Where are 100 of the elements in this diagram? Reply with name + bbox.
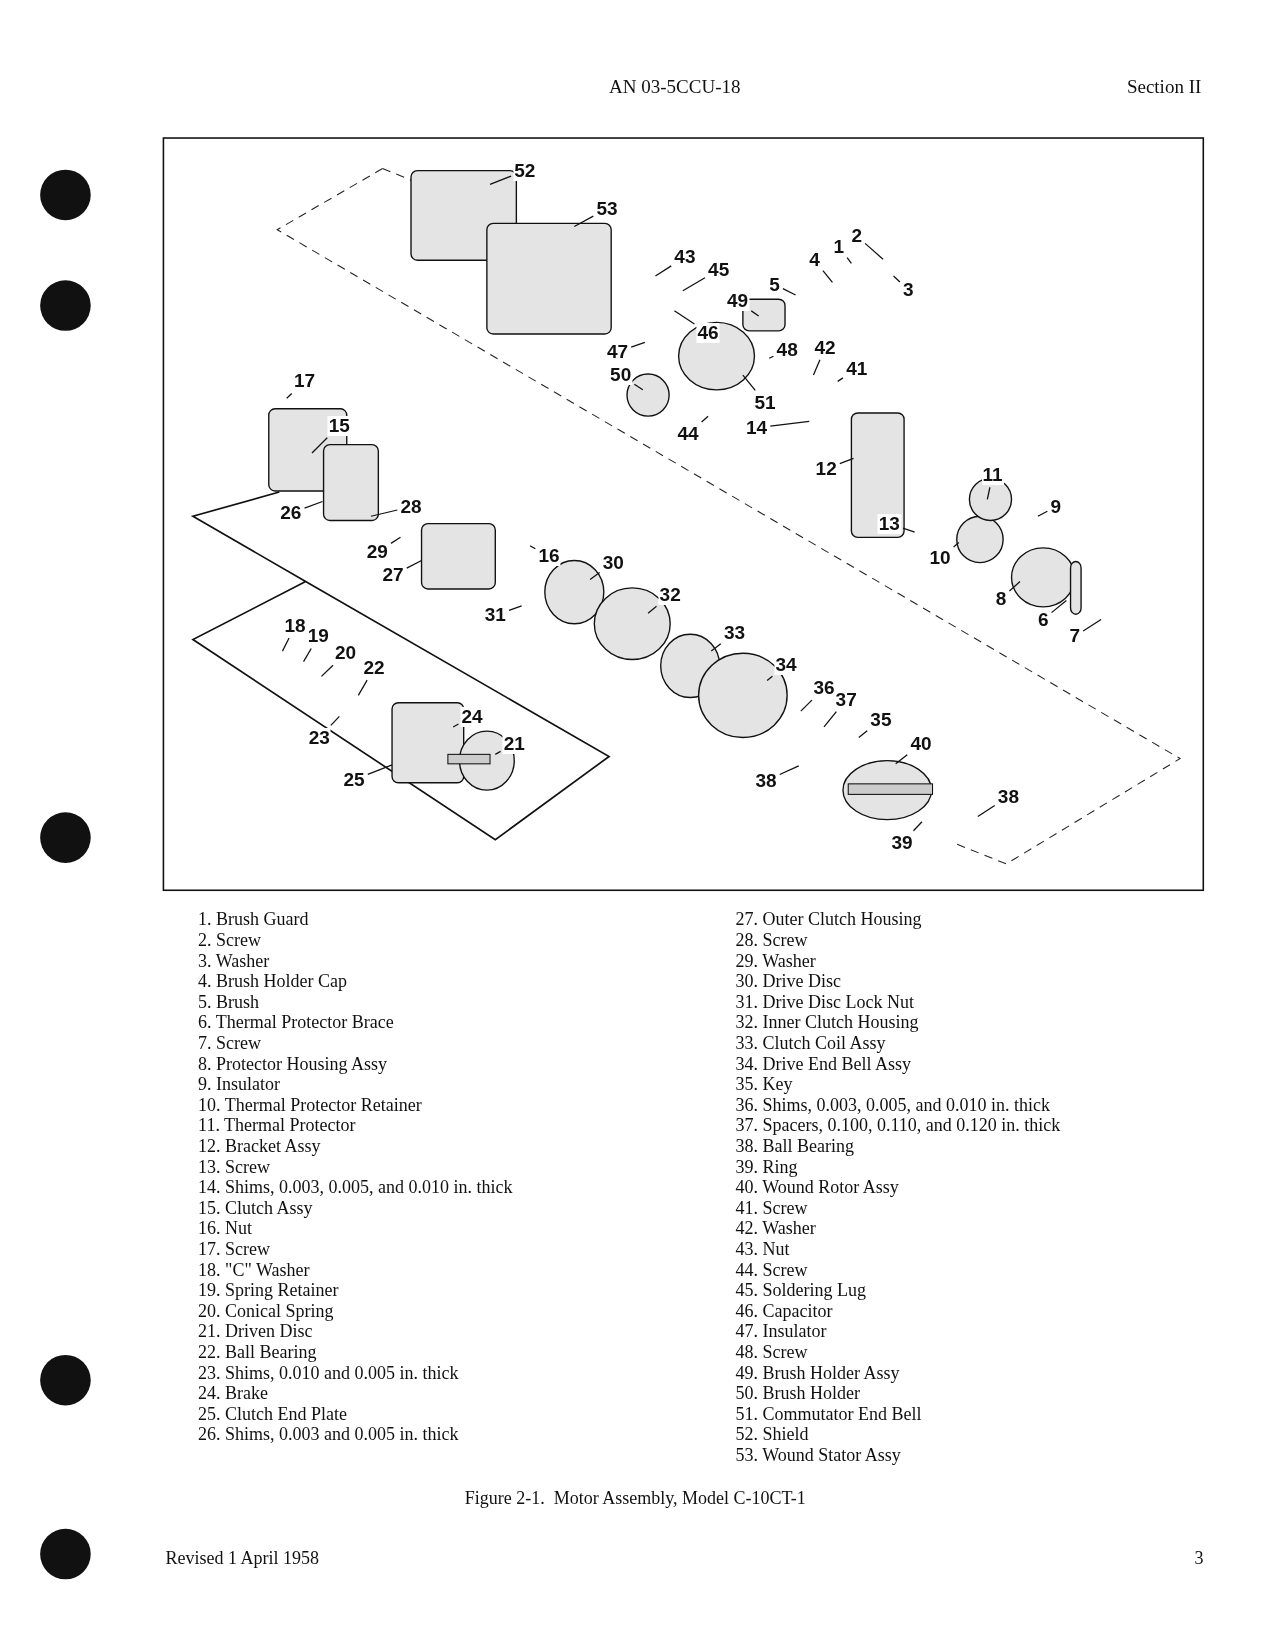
parts-list-entry: 34. Drive End Bell Assy — [735, 1053, 911, 1075]
parts-list-entry: 16. Nut — [198, 1218, 253, 1240]
parts-list-entry: 41. Screw — [735, 1197, 808, 1219]
callout-number: 24 — [460, 706, 484, 727]
parts-list-entry: 21. Driven Disc — [198, 1321, 313, 1343]
parts-list-entry: 48. Screw — [735, 1342, 808, 1363]
leader-line — [710, 643, 722, 652]
leader-line — [452, 723, 460, 728]
leader-line — [573, 215, 594, 228]
leader-line — [673, 310, 696, 325]
parts-list-entry: 22. Ball Bearing — [198, 1342, 317, 1363]
page-number: 3 — [1194, 1547, 1204, 1569]
leader-line — [302, 647, 312, 663]
leader-line — [750, 310, 760, 317]
parts-list-entry: 1. Brush Guard — [198, 909, 309, 931]
leader-line — [654, 265, 672, 277]
parts-list-entry: 10. Thermal Protector Retainer — [198, 1094, 422, 1116]
leader-line — [406, 559, 423, 569]
parts-list-entry: 17. Screw — [198, 1239, 271, 1260]
parts-list-entry: 45. Soldering Lug — [735, 1280, 866, 1302]
callout-number: 21 — [502, 733, 526, 754]
callout-number: 50 — [609, 365, 633, 386]
section-heading: Section II — [1126, 75, 1202, 98]
leader-line — [812, 359, 821, 376]
callout-number: 49 — [726, 291, 750, 312]
leader-line — [986, 486, 991, 500]
parts-list-entry: 20. Conical Spring — [198, 1300, 334, 1322]
leader-line — [367, 764, 393, 775]
parts-list-entry: 2. Screw — [198, 930, 262, 951]
leader-line — [800, 699, 813, 712]
leader-line — [701, 415, 709, 423]
callout-number: 11 — [981, 465, 1004, 486]
parts-list-entry: 33. Clutch Coil Assy — [735, 1033, 886, 1054]
parts-list-entry: 3. Washer — [198, 950, 270, 972]
leader-line — [864, 242, 884, 260]
parts-list-entry: 12. Bracket Assy — [198, 1136, 321, 1157]
parts-list-entry: 28. Screw — [735, 930, 808, 951]
parts-list-entry: 9. Insulator — [198, 1074, 281, 1096]
parts-list-entry: 19. Spring Retainer — [198, 1280, 339, 1302]
leader-line — [766, 675, 773, 682]
leader-line — [330, 715, 340, 726]
leader-line — [370, 509, 398, 517]
revision-date: Revised 1 April 1958 — [165, 1547, 319, 1569]
leader-line — [303, 500, 324, 509]
callout-number: 15 — [327, 415, 351, 436]
leader-line — [320, 664, 334, 677]
leader-line — [647, 605, 658, 614]
callout-number: 13 — [877, 513, 901, 534]
parts-list-entry: 38. Ball Bearing — [735, 1136, 854, 1157]
parts-list-entry: 53. Wound Stator Assy — [735, 1445, 901, 1466]
parts-list-entry: 8. Protector Housing Assy — [198, 1053, 388, 1075]
leader-line — [529, 545, 536, 550]
parts-list-entry: 7. Screw — [198, 1033, 262, 1054]
leader-line — [494, 750, 502, 755]
parts-list-entry: 31. Drive Disc Lock Nut — [735, 991, 914, 1013]
leader-line — [1008, 580, 1021, 592]
parts-list-entry: 51. Commutator End Bell — [735, 1403, 922, 1425]
leader-line — [769, 420, 810, 427]
leader-line — [823, 711, 837, 728]
callout-number: 32 — [658, 585, 682, 606]
parts-list-entry: 18. "C" Washer — [198, 1259, 310, 1281]
parts-list-entry: 43. Nut — [735, 1239, 790, 1260]
leader-line — [846, 257, 853, 264]
parts-list-entry: 29. Washer — [735, 950, 816, 972]
parts-list-entry: 11. Thermal Protector — [198, 1115, 356, 1137]
leader-line — [977, 804, 996, 818]
parts-list-entry: 40. Wound Rotor Assy — [735, 1177, 899, 1199]
leader-line — [912, 821, 923, 832]
leader-line — [311, 437, 328, 454]
leader-line — [902, 527, 916, 533]
parts-list-entry: 5. Brush — [198, 991, 260, 1013]
parts-list-entry: 52. Shield — [735, 1424, 809, 1446]
leader-line — [779, 765, 800, 776]
parts-list-entry: 14. Shims, 0.003, 0.005, and 0.010 in. thick — [198, 1177, 513, 1199]
parts-list-entry: 27. Outer Clutch Housing — [735, 909, 922, 931]
callout-number: 16 — [537, 546, 561, 567]
leader-line — [357, 679, 368, 696]
leader-line — [508, 605, 523, 611]
leader-line — [858, 730, 868, 739]
parts-list-entry: 25. Clutch End Plate — [198, 1403, 348, 1425]
parts-list-entry: 44. Screw — [735, 1259, 808, 1281]
leader-line — [742, 374, 756, 391]
document-number: AN 03-5CCU-18 — [609, 75, 741, 98]
leader-line — [489, 175, 512, 185]
leader-line — [630, 341, 646, 348]
leader-line — [952, 541, 960, 548]
leader-line — [390, 536, 402, 544]
leader-line — [1050, 599, 1067, 614]
parts-list-entry: 35. Key — [735, 1074, 793, 1096]
leader-line — [281, 637, 290, 652]
leader-line — [682, 277, 706, 292]
leader-line — [895, 754, 908, 765]
parts-list-entry: 50. Brush Holder — [735, 1383, 860, 1405]
leader-line — [589, 571, 601, 581]
leader-line — [768, 355, 775, 359]
parts-list-entry: 30. Drive Disc — [735, 971, 841, 993]
leader-line — [286, 392, 293, 399]
parts-list-entry: 4. Brush Holder Cap — [198, 971, 348, 993]
parts-list-entry: 32. Inner Clutch Housing — [735, 1012, 919, 1034]
callout-number: 46 — [696, 323, 720, 343]
